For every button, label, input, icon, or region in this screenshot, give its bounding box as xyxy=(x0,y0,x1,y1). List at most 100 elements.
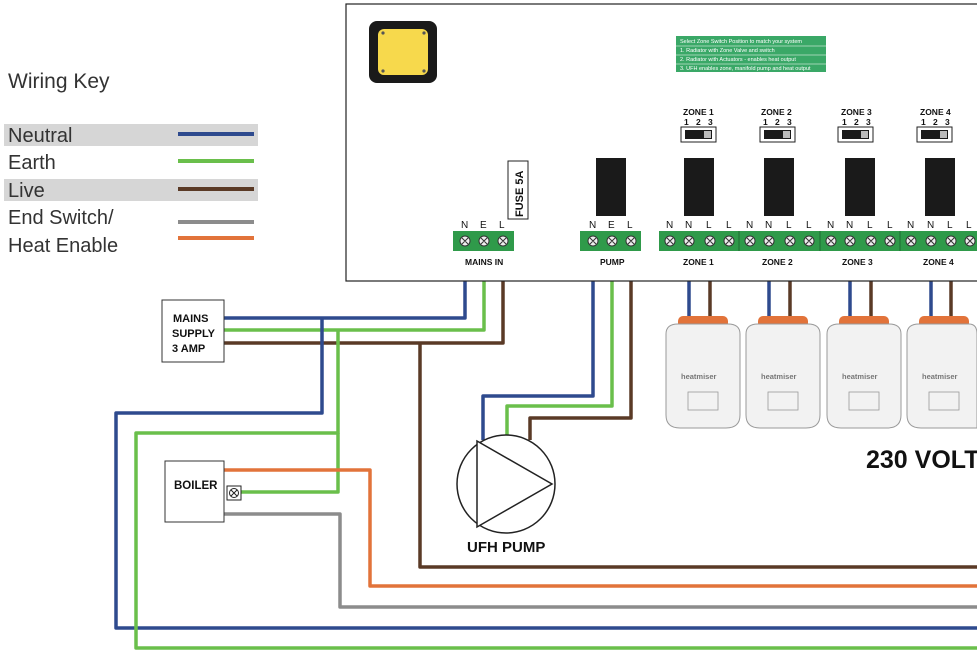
mains-supply-box: MAINS SUPPLY 3 AMP xyxy=(161,299,225,363)
mains-supply-line: MAINS xyxy=(173,313,208,325)
terminal-letter: N xyxy=(461,220,468,231)
terminal-letters: N E L N E L N N L L N N L L N N L L N N … xyxy=(461,220,972,231)
zone3-relay xyxy=(845,158,875,216)
actuator-zone4: heatmiser xyxy=(906,316,977,429)
key-label-neutral: Neutral xyxy=(8,125,72,147)
fuse-box xyxy=(507,160,529,220)
switch-number: 1 xyxy=(763,117,768,127)
key-row-live-shade xyxy=(4,179,258,201)
terminal-letter: N xyxy=(589,220,596,231)
info-panel-heading: Select Zone Switch Position to match you… xyxy=(680,39,802,45)
actuator-brand-label: heatmiser xyxy=(681,372,717,381)
zone1-switch[interactable]: ZONE 1 1 2 3 xyxy=(680,107,717,143)
wiring-key: Wiring Key Neutral Earth Live End Switch… xyxy=(4,70,258,257)
mains-supply-line: 3 AMP xyxy=(172,343,205,355)
zone2-terminal-label: ZONE 2 xyxy=(762,257,793,267)
pump-triangle-icon xyxy=(476,439,554,529)
key-label-end-switch: End Switch/ xyxy=(8,207,114,229)
actuator-brand-label: heatmiser xyxy=(842,372,878,381)
controller-panel: Select Zone Switch Position to match you… xyxy=(345,3,977,282)
actuator-body xyxy=(745,323,821,429)
terminal-letter: N xyxy=(765,220,772,231)
terminal-letter: N xyxy=(685,220,692,231)
wire-earth-boiler xyxy=(234,433,340,494)
zone4-switch[interactable]: ZONE 4 1 2 3 xyxy=(916,107,953,143)
switch-number: 1 xyxy=(842,117,847,127)
terminal-letter: L xyxy=(966,220,972,231)
boiler-label: BOILER xyxy=(174,480,218,492)
dip-switch-track xyxy=(764,130,791,139)
info-panel-line: 1. Radiator with Zone Valve and switch xyxy=(680,48,775,54)
zone2-switch[interactable]: ZONE 2 1 2 3 xyxy=(759,107,796,143)
mains-in-label: MAINS IN xyxy=(465,257,503,267)
zone1-relay xyxy=(684,158,714,216)
actuator-window xyxy=(687,391,719,411)
fuse-label: FUSE 5A xyxy=(514,170,526,217)
led-screw-icon xyxy=(422,69,426,73)
actuator-zone1: heatmiser xyxy=(665,316,741,429)
ufh-pump: UFH PUMP xyxy=(456,434,556,556)
switch-number: 1 xyxy=(921,117,926,127)
terminal-letter: L xyxy=(706,220,712,231)
terminal-letter: N xyxy=(666,220,673,231)
zone2-title: ZONE 2 xyxy=(761,107,792,117)
dip-switch-knob xyxy=(783,131,790,138)
mains-supply-line: SUPPLY xyxy=(172,328,216,340)
zone3-title: ZONE 3 xyxy=(841,107,872,117)
terminal-letter: N xyxy=(907,220,914,231)
voltage-label: 230 VOLT xyxy=(866,446,977,474)
pump-terminal-label: PUMP xyxy=(600,257,625,267)
led-light-icon xyxy=(378,29,428,75)
wire-end-switch xyxy=(224,512,977,609)
switch-number: 2 xyxy=(696,117,701,127)
led-screw-icon xyxy=(381,69,385,73)
wire-heat-enable xyxy=(224,468,977,588)
zone3-switch[interactable]: ZONE 3 1 2 3 xyxy=(837,107,874,143)
actuator-body xyxy=(906,323,977,429)
terminal-letter: N xyxy=(827,220,834,231)
dip-switch-track xyxy=(685,130,712,139)
zone4-terminal-label: ZONE 4 xyxy=(923,257,954,267)
info-panel-line: 2. Radiator with Actuators - enables hea… xyxy=(680,57,796,63)
switch-number: 1 xyxy=(684,117,689,127)
switch-number: 2 xyxy=(933,117,938,127)
actuator-brand-label: heatmiser xyxy=(761,372,797,381)
terminal-letter: L xyxy=(947,220,953,231)
terminal-letter: L xyxy=(726,220,732,231)
wire-pump-earth xyxy=(505,246,614,436)
actuator-body xyxy=(826,323,902,429)
wire-pump-neutral xyxy=(481,246,595,440)
zone3-terminal-label: ZONE 3 xyxy=(842,257,873,267)
terminal-letter: L xyxy=(499,220,505,231)
key-label-live: Live xyxy=(8,180,45,202)
led-screw-icon xyxy=(422,31,426,35)
pump-relay xyxy=(596,158,626,216)
zone2-relay xyxy=(764,158,794,216)
actuator-window xyxy=(928,391,960,411)
actuator-brand-label: heatmiser xyxy=(922,372,958,381)
boiler-box: BOILER xyxy=(164,460,242,523)
terminal-letter: N xyxy=(927,220,934,231)
zone1-terminal-label: ZONE 1 xyxy=(683,257,714,267)
zone1-title: ZONE 1 xyxy=(683,107,714,117)
actuator-zone2: heatmiser xyxy=(745,316,821,429)
terminal-letter: N xyxy=(846,220,853,231)
switch-number: 3 xyxy=(708,117,713,127)
info-panel-line: 3. UFH enables zone, manifold pump and h… xyxy=(680,66,811,72)
switch-number: 3 xyxy=(945,117,950,127)
dip-switch-knob xyxy=(704,131,711,138)
terminal-letter: L xyxy=(627,220,633,231)
key-row-neutral-shade xyxy=(4,124,258,146)
actuator-window xyxy=(848,391,880,411)
key-label-earth: Earth xyxy=(8,152,56,174)
dip-switch-knob xyxy=(940,131,947,138)
actuator-body xyxy=(665,323,741,429)
zone4-relay xyxy=(925,158,955,216)
key-label-heat-enable: Heat Enable xyxy=(8,235,118,257)
switch-number: 2 xyxy=(775,117,780,127)
wire-pump-live xyxy=(528,246,633,440)
wire-live-bus xyxy=(418,343,977,569)
terminal-letter: E xyxy=(480,220,487,231)
switch-number: 3 xyxy=(787,117,792,127)
